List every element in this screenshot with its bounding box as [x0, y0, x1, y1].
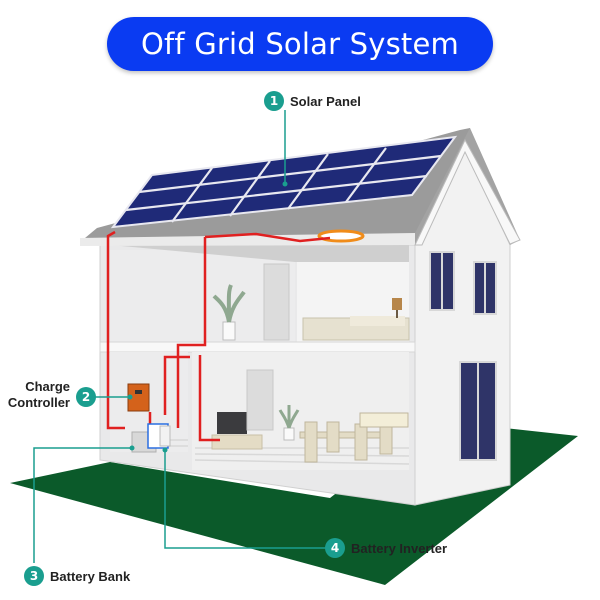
dining-set-icon [299, 412, 409, 463]
callout-number-2: 2 [76, 387, 96, 407]
lower-door [246, 369, 274, 431]
bed-icon [302, 298, 410, 341]
upstairs-door [263, 263, 290, 341]
callout-label-battery-inverter: Battery Inverter [351, 540, 448, 556]
callout-number-3: 3 [24, 566, 44, 586]
callout-lines [33, 110, 328, 563]
callout-solar-panel: 1 Solar Panel [264, 91, 361, 111]
callout-battery-inverter: 4 Battery Inverter [325, 538, 447, 558]
battery-inverter-device [147, 423, 171, 449]
title-banner: Off Grid Solar System [107, 17, 493, 71]
ceiling [110, 245, 409, 262]
page-title: Off Grid Solar System [140, 27, 459, 61]
patio-door [459, 361, 497, 461]
charge-controller-line1: Charge [25, 379, 70, 394]
lower-room-right [192, 352, 409, 470]
callout-battery-bank: 3 Battery Bank [24, 566, 130, 586]
callout-charge-controller: 2 [76, 387, 96, 407]
lower-plant-icon [278, 405, 300, 441]
charge-controller-line2: Controller [7, 395, 70, 410]
callout-label-battery-bank: Battery Bank [50, 568, 131, 584]
tv-icon [211, 412, 263, 450]
upper-windows [429, 251, 497, 315]
callout-number-4: 4 [325, 538, 345, 558]
callout-label-solar-panel: Solar Panel [290, 93, 361, 109]
wiring [106, 230, 331, 442]
callout-label-charge-controller: Charge Controller [8, 379, 70, 411]
floor-slab [99, 341, 416, 353]
callout-number-1: 1 [264, 91, 284, 111]
plant-icon [212, 284, 246, 341]
gable-trim [414, 138, 521, 246]
callout-dots [127, 181, 288, 453]
